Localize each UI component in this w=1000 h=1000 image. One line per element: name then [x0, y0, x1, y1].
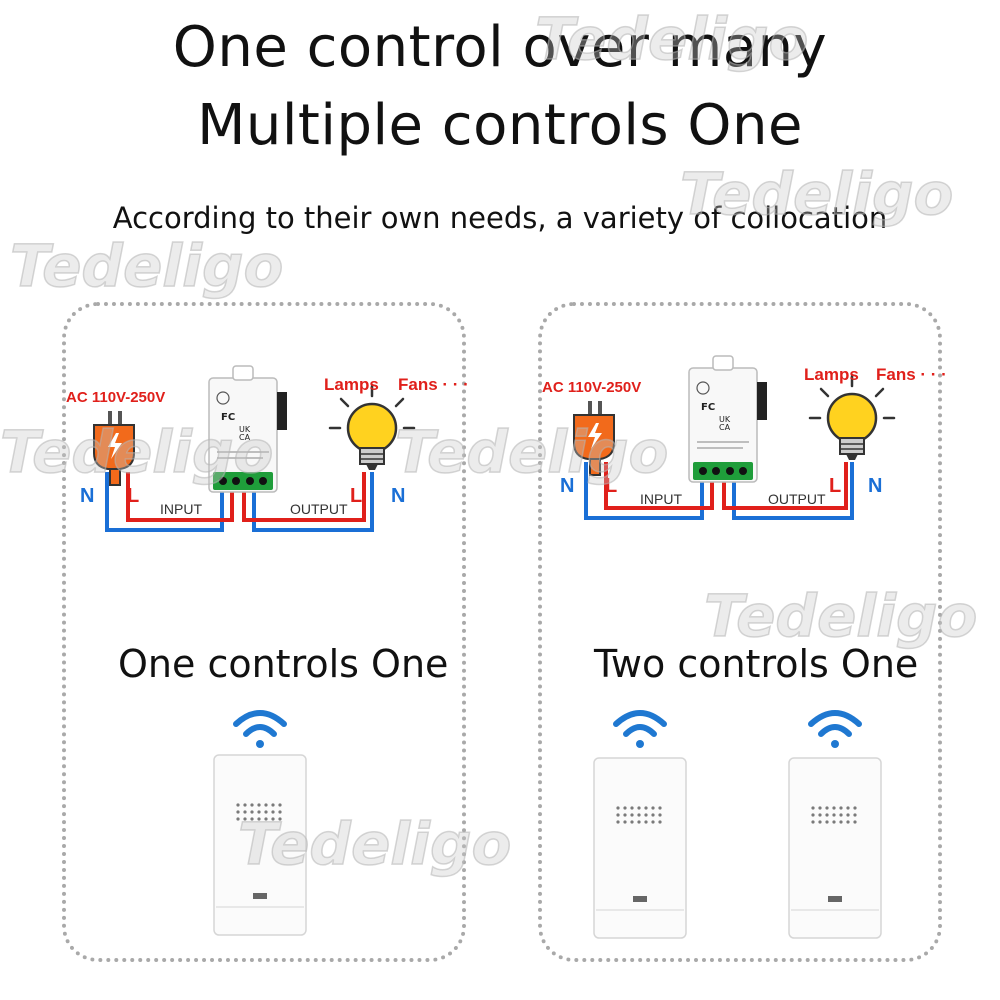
headline-line-2: Multiple controls One	[197, 93, 803, 158]
live-label-input: L	[605, 475, 617, 497]
neutral-label-input: N	[560, 475, 574, 497]
neutral-label-input: N	[80, 485, 94, 507]
panel-one-controls-one	[62, 302, 466, 962]
neutral-wire-input	[584, 462, 704, 520]
subtitle: According to their own needs, a variety …	[112, 201, 888, 235]
live-wire-input	[604, 462, 714, 510]
switch-module-icon	[688, 355, 768, 483]
wifi-icon	[236, 713, 284, 748]
input-label: INPUT	[640, 491, 682, 507]
ac-voltage-label: AC 110V-250V	[542, 379, 641, 396]
light-bulb-icon	[808, 374, 896, 462]
wifi-icon	[616, 713, 664, 748]
panel-title-left: One controls One	[118, 642, 449, 686]
neutral-wire-input	[105, 472, 224, 532]
output-label: OUTPUT	[290, 501, 348, 517]
neutral-wire-output	[252, 472, 374, 532]
wifi-icon	[811, 713, 859, 748]
headline-line-1: One control over many	[172, 15, 828, 80]
light-bulb-icon	[328, 384, 416, 472]
live-wire-output	[722, 462, 848, 510]
diagram-right: AC 110V-250V Lamps Fans · · · N L L N IN…	[542, 355, 947, 520]
live-label-output: L	[350, 485, 362, 507]
ac-voltage-label: AC 110V-250V	[66, 389, 165, 406]
live-label-input: L	[127, 485, 139, 507]
live-wire-input	[126, 472, 234, 522]
neutral-wire-output	[732, 462, 854, 520]
remote-transmitter	[788, 757, 882, 939]
live-wire-output	[242, 472, 366, 522]
switch-module-icon	[208, 365, 288, 493]
neutral-label-output: N	[868, 475, 882, 497]
output-label: OUTPUT	[768, 491, 826, 507]
remote-transmitter	[593, 757, 687, 939]
remote-transmitter	[213, 754, 307, 936]
lamps-label: Lamps	[324, 375, 379, 394]
panel-two-controls-one	[538, 302, 942, 962]
neutral-label-output: N	[391, 485, 405, 507]
panel-title-right: Two controls One	[594, 642, 919, 686]
live-label-output: L	[829, 475, 841, 497]
input-label: INPUT	[160, 501, 202, 517]
lamps-label: Lamps	[804, 365, 859, 384]
fans-label: Fans · · ·	[398, 375, 469, 394]
diagram-left: AC 110V-250V Lamps Fans · · · N L L N IN…	[66, 365, 469, 532]
fans-label: Fans · · ·	[876, 365, 947, 384]
